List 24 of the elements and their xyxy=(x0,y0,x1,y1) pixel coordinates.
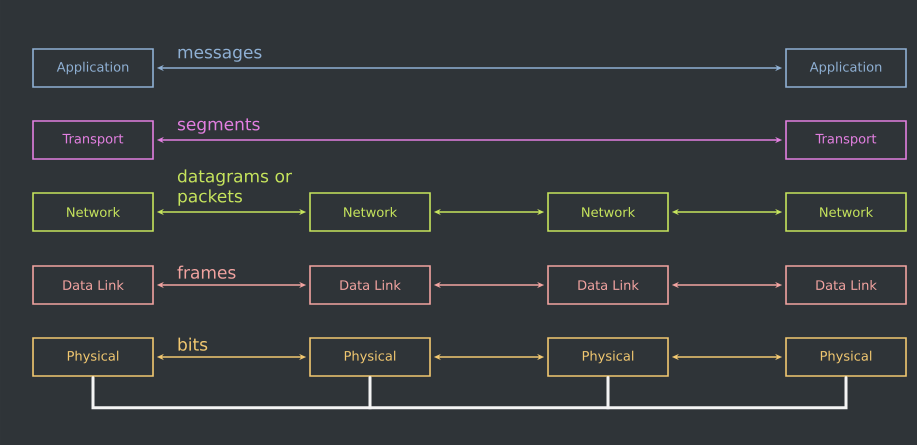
layer-box: Transport xyxy=(32,120,154,160)
layer-box: Data Link xyxy=(785,265,907,305)
bus-line xyxy=(606,376,848,410)
edge-label: segments xyxy=(178,118,260,134)
layer-box: Transport xyxy=(785,120,907,160)
layer-box: Physical xyxy=(785,337,907,377)
bus-line xyxy=(92,376,372,410)
layer-box: Data Link xyxy=(309,265,431,305)
layer-box: Physical xyxy=(309,337,431,377)
edge-label: messages xyxy=(178,48,262,62)
edge-label: datagrams or packets xyxy=(178,169,292,206)
layer-box: Network xyxy=(547,192,669,232)
layer-box: Network xyxy=(32,192,154,232)
layer-box: Application xyxy=(785,48,907,88)
edge-label: frames xyxy=(177,266,236,279)
layer-box: Data Link xyxy=(32,265,154,305)
layer-box: Physical xyxy=(32,337,154,377)
edge-label: bits xyxy=(178,338,208,351)
layer-box: Data Link xyxy=(547,265,669,305)
layer-box: Network xyxy=(309,192,431,232)
layer-box: Physical xyxy=(547,337,669,377)
bus-line xyxy=(368,376,610,410)
layer-box: Application xyxy=(32,48,154,88)
layer-box: Network xyxy=(785,192,907,232)
